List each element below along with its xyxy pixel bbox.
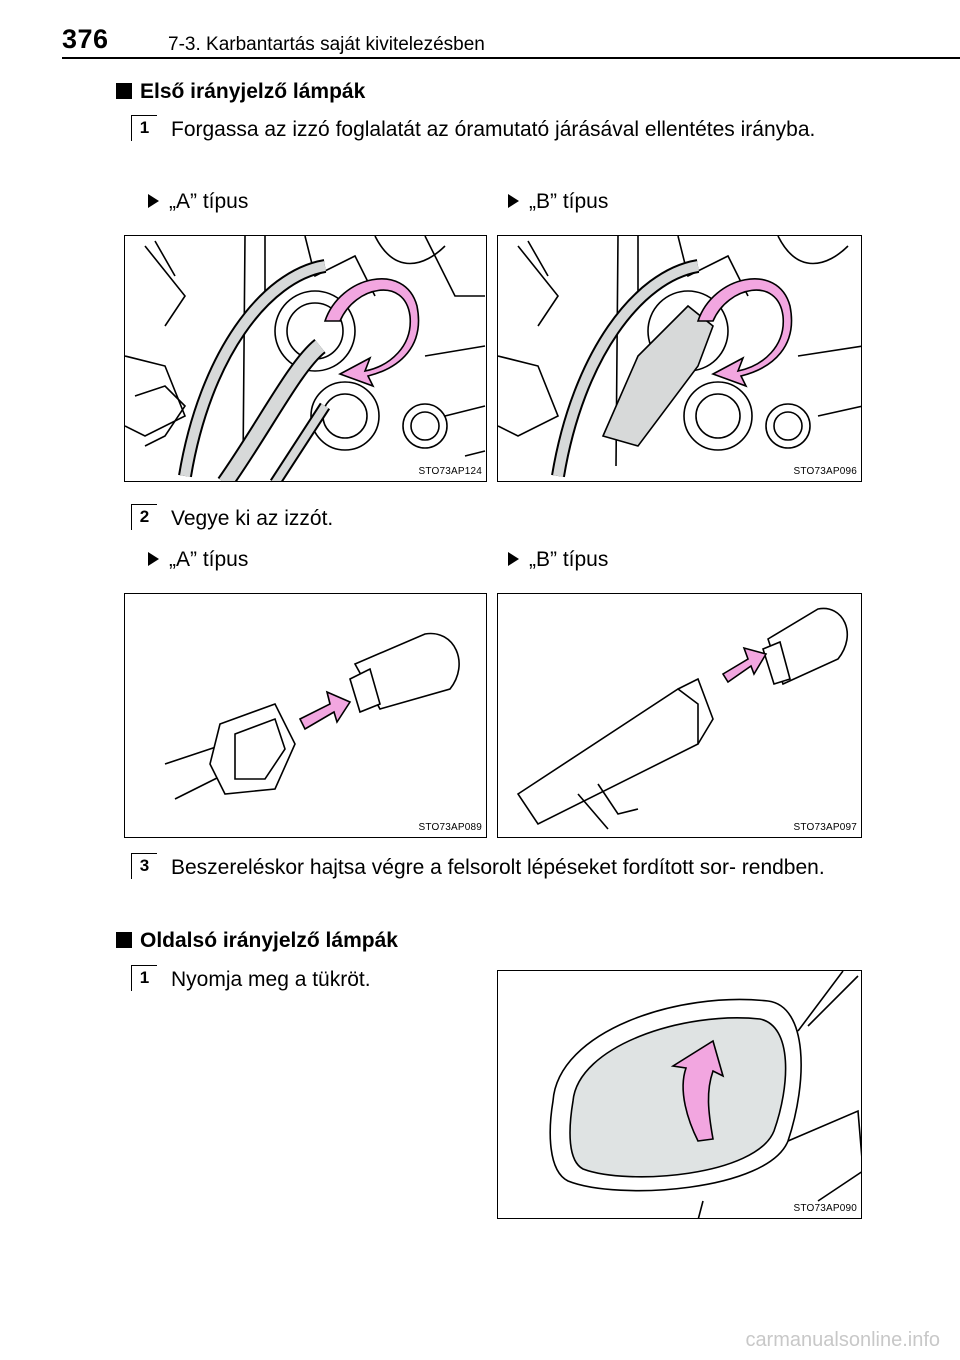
insert-arrow (298, 690, 352, 731)
header-rule (62, 57, 960, 59)
step-number: 2 (131, 504, 157, 530)
square-bullet-icon (116, 932, 132, 948)
type-label-b: „B” típus (508, 190, 608, 214)
figure-code: STO73AP089 (418, 822, 482, 833)
type-label-b: „B” típus (508, 548, 608, 572)
step-number: 3 (131, 853, 157, 879)
step-text: Vegye ki az izzót. (171, 507, 334, 530)
step-number: 1 (131, 965, 157, 991)
insert-arrow (721, 646, 768, 684)
rotation-arrow (696, 278, 793, 388)
page-header: 376 7-3. Karbantartás saját kivitelezésb… (62, 22, 960, 62)
bulb-removal-illustration (516, 607, 849, 830)
type-label-text: „A” típus (169, 190, 249, 213)
section-title-text: Oldalsó irányjelző lámpák (140, 929, 398, 952)
socket-rotation-illustration (125, 236, 486, 481)
type-label-text: „B” típus (529, 190, 609, 213)
figure-b-rotate-socket: STO73AP096 (497, 235, 862, 482)
triangle-bullet-icon (148, 552, 159, 566)
figure-code: STO73AP096 (793, 466, 857, 477)
square-bullet-icon (116, 83, 132, 99)
figure-a-rotate-socket: STO73AP124 (124, 235, 487, 482)
mirror-illustration (549, 971, 861, 1218)
triangle-bullet-icon (148, 194, 159, 208)
section-title-side-turn-signal: Oldalsó irányjelző lámpák (116, 929, 398, 953)
triangle-bullet-icon (508, 194, 519, 208)
step-number: 1 (131, 115, 157, 141)
step-text: Forgassa az izzó foglalatát az óramutató… (171, 118, 816, 141)
section-title-front-turn-signal: Első irányjelző lámpák (116, 80, 365, 104)
figure-code: STO73AP090 (793, 1203, 857, 1214)
socket-rotation-illustration (498, 236, 861, 478)
chapter-title: 7-3. Karbantartás saját kivitelezésben (168, 34, 485, 55)
step-text: Beszereléskor hajtsa végre a felsorolt l… (171, 856, 825, 879)
figure-a-remove-bulb: STO73AP089 (124, 593, 487, 838)
type-label-a: „A” típus (148, 548, 248, 572)
figure-code: STO73AP097 (793, 822, 857, 833)
push-arrow (670, 1039, 725, 1142)
rotation-arrow (323, 278, 420, 388)
triangle-bullet-icon (508, 552, 519, 566)
figure-b-remove-bulb: STO73AP097 (497, 593, 862, 838)
type-label-text: „B” típus (529, 548, 609, 571)
step-text: Nyomja meg a tükröt. (171, 968, 371, 991)
type-label-text: „A” típus (169, 548, 249, 571)
page-number: 376 (62, 24, 109, 54)
watermark: carmanualsonline.info (745, 1329, 940, 1351)
type-label-a: „A” típus (148, 190, 248, 214)
bulb-removal-illustration (164, 632, 460, 800)
figure-side-mirror: STO73AP090 (497, 970, 862, 1219)
figure-code: STO73AP124 (418, 466, 482, 477)
section-title-text: Első irányjelző lámpák (140, 80, 366, 103)
